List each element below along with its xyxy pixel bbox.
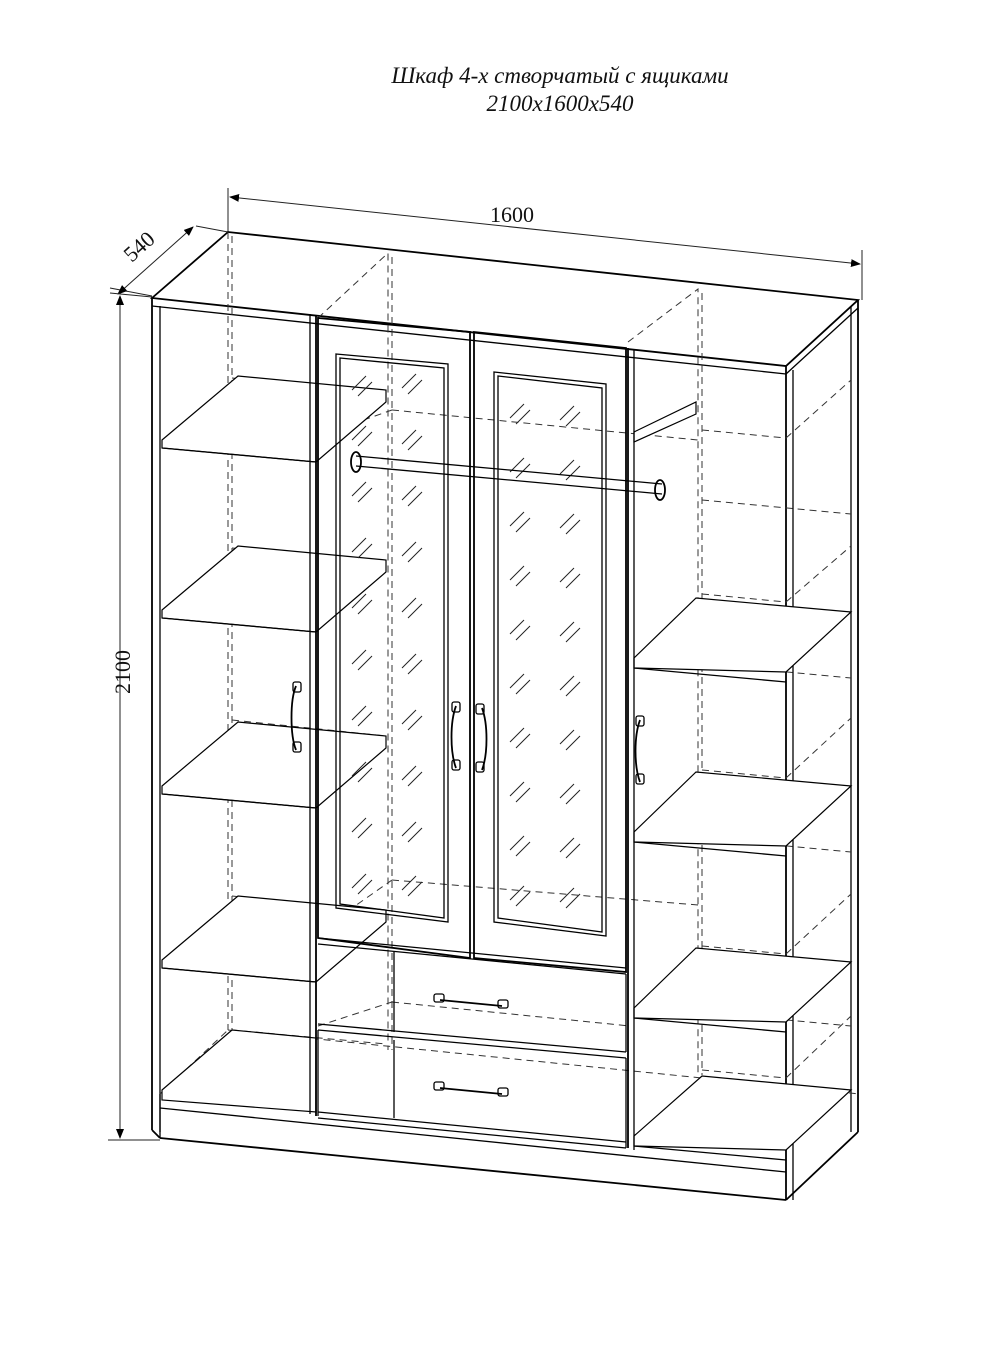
left-bay-shelves: [161, 375, 387, 1113]
left-door-handle: [290, 681, 302, 753]
hanging-rail: [350, 451, 666, 501]
drawing-title: Шкаф 4-х створчатый с ящиками: [391, 63, 729, 88]
middle-right-door-handle: [475, 703, 488, 773]
left-door: [290, 314, 317, 1116]
dimension-depth: 540: [109, 225, 229, 297]
middle-right-door: [473, 331, 627, 973]
drawer-lower: [317, 1030, 627, 1149]
right-bay-shelves: [633, 401, 853, 1161]
drawer-upper-handle: [433, 993, 509, 1009]
drawer-upper: [317, 937, 627, 1059]
right-door-handle: [634, 715, 645, 785]
dimension-height: 2100: [108, 292, 160, 1141]
right-door: [627, 348, 645, 1150]
drawing-subtitle-size: 2100x1600x540: [486, 91, 634, 116]
mirror-hatching-left: [351, 373, 423, 897]
middle-left-door: [317, 317, 471, 960]
middle-left-door-handle: [450, 701, 461, 771]
dimension-height-label: 2100: [110, 650, 135, 694]
dimension-width-label: 1600: [490, 202, 534, 227]
dimension-width: 1600: [227, 188, 863, 300]
dimension-depth-label: 540: [118, 226, 159, 267]
mirror-hatching-right: [509, 403, 581, 909]
drawer-lower-handle: [433, 1081, 509, 1097]
